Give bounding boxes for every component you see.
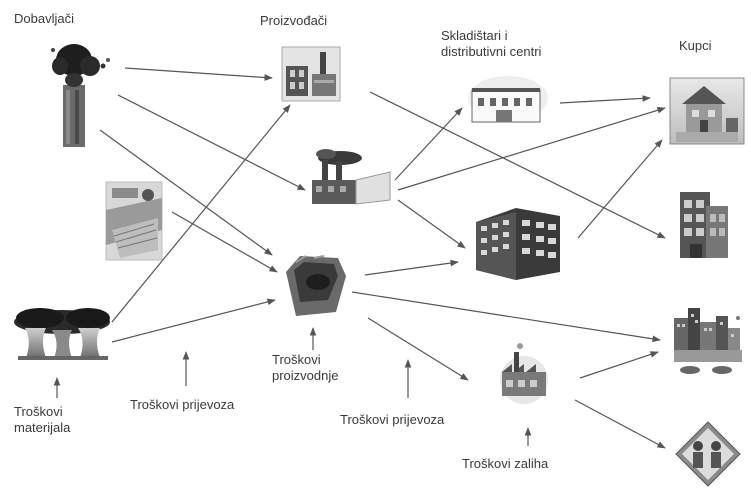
industrial-tower-icon <box>51 44 110 147</box>
office-building-icon <box>476 208 560 280</box>
house-icon <box>669 77 745 145</box>
flow-arrow <box>579 351 659 379</box>
warehouses-header-line-1: Skladištari i <box>441 28 508 43</box>
small-factory-icon <box>500 343 548 404</box>
warehouses-header-line-2: distributivni centri <box>441 44 542 59</box>
production-cost-label-line-2: proizvodnje <box>272 368 339 383</box>
flow-arrow <box>351 291 661 343</box>
flow-arrow <box>99 129 273 256</box>
farm-field-icon <box>105 181 163 261</box>
flow-arrow <box>397 199 466 249</box>
inventory-cost-label: Troškovi zaliha <box>462 456 549 471</box>
flow-arrow <box>577 139 663 239</box>
warehouse-icon <box>468 76 548 123</box>
flow-arrow <box>394 107 463 181</box>
flow-arrow <box>397 107 666 191</box>
flow-arrow <box>111 298 276 343</box>
factory-icon <box>281 46 341 102</box>
transport-cost-label-2: Troškovi prijevoza <box>340 412 445 427</box>
smoking-factory-icon <box>312 149 391 205</box>
flow-arrow <box>124 67 273 81</box>
flow-arrow <box>574 399 666 449</box>
producers-header: Proizvođači <box>260 13 328 28</box>
flow-arrow <box>171 211 278 273</box>
production-cost-label-line-1: Troškovi <box>272 352 321 367</box>
building-icon <box>680 192 728 258</box>
flow-arrows <box>53 67 666 449</box>
flow-arrow <box>559 95 651 104</box>
people-icon <box>675 421 741 487</box>
flow-arrow <box>111 104 291 323</box>
cooling-towers-icon <box>14 308 110 360</box>
suppliers-header: Dobavljači <box>14 11 74 26</box>
mine-pit-icon <box>286 255 346 316</box>
transport-cost-label-1: Troškovi prijevoza <box>130 397 235 412</box>
flow-arrow <box>367 317 469 381</box>
customers-header: Kupci <box>679 38 712 53</box>
materials-cost-label-line-2: materijala <box>14 420 71 435</box>
flow-arrow <box>117 94 306 191</box>
flow-arrow <box>364 259 459 276</box>
flow-arrow <box>369 91 666 239</box>
materials-cost-label-line-1: Troškovi <box>14 404 63 419</box>
town-icon <box>674 308 742 374</box>
